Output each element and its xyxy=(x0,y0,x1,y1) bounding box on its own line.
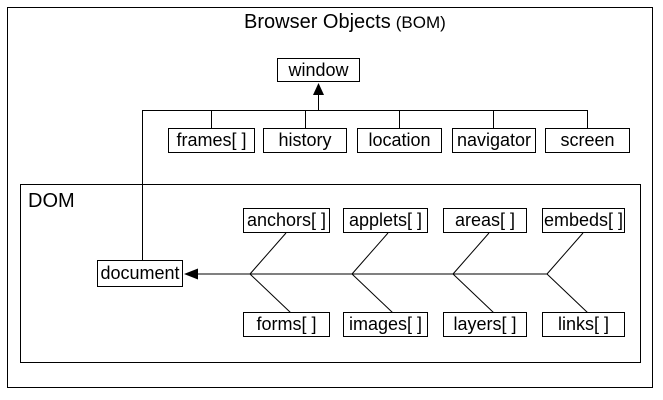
node-areas: areas[ ] xyxy=(443,208,527,233)
node-navigator: navigator xyxy=(452,128,536,153)
up-arrowhead xyxy=(313,83,324,95)
node-window: window xyxy=(277,58,360,82)
outer-border xyxy=(7,7,653,388)
node-forms: forms[ ] xyxy=(243,312,330,337)
dom-label: DOM xyxy=(28,190,75,212)
dom-container xyxy=(20,184,641,363)
node-applets: applets[ ] xyxy=(343,208,428,233)
diagram-title: Browser Objects(BOM) xyxy=(244,11,446,34)
left-arrowhead xyxy=(184,268,198,280)
node-links: links[ ] xyxy=(542,312,625,337)
node-history: history xyxy=(263,128,347,153)
node-screen: screen xyxy=(545,128,630,153)
node-layers: layers[ ] xyxy=(443,312,527,337)
diagram-title-suffix: (BOM) xyxy=(395,13,446,32)
node-images: images[ ] xyxy=(343,312,428,337)
diagram-title-main: Browser Objects xyxy=(244,11,391,33)
node-frames: frames[ ] xyxy=(168,128,255,153)
node-document: document xyxy=(97,260,183,287)
node-embeds: embeds[ ] xyxy=(542,208,625,233)
node-location: location xyxy=(357,128,442,153)
node-anchors: anchors[ ] xyxy=(243,208,330,233)
